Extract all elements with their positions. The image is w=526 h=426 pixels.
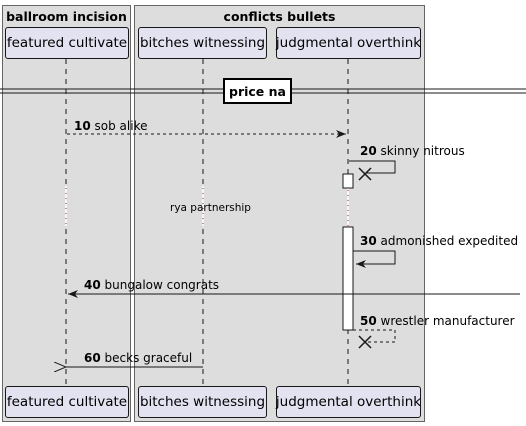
message-arrow-30	[353, 250, 396, 268]
participant-featured-cultivate-bottom: featured cultivate	[5, 386, 129, 418]
participant-judgmental-overthink: judgmental overthink	[276, 27, 421, 59]
activation-bar	[342, 173, 354, 189]
participant-featured-cultivate: featured cultivate	[5, 27, 129, 59]
message-number: 10	[74, 119, 91, 133]
message-text: bungalow congrats	[104, 278, 220, 292]
participant-bitches-witnessing-bottom: bitches witnessing	[138, 386, 267, 418]
message-text: sob alike	[94, 119, 148, 133]
message-label-30: 30 admonished expedited	[360, 234, 518, 248]
message-label-40: 40 bungalow congrats	[84, 278, 219, 292]
message-number: 60	[84, 351, 101, 365]
message-text: wrestler manufacturer	[380, 314, 515, 328]
participant-judgmental-overthink-bottom: judgmental overthink	[276, 386, 421, 418]
message-arrow-20	[349, 160, 396, 174]
message-number: 30	[360, 234, 377, 248]
message-arrow-50	[353, 329, 396, 343]
group-title: ballroom incision	[6, 9, 127, 24]
delay-label: rya partnership	[170, 202, 251, 214]
message-label-50: 50 wrestler manufacturer	[360, 314, 515, 328]
message-number: 40	[84, 278, 101, 292]
message-number: 20	[360, 144, 377, 158]
message-label-10: 10 sob alike	[74, 119, 147, 133]
message-label-20: 20 skinny nitrous	[360, 144, 465, 158]
message-number: 50	[360, 314, 377, 328]
message-text: admonished expedited	[380, 234, 519, 248]
participant-bitches-witnessing: bitches witnessing	[138, 27, 267, 59]
activation-bar	[342, 226, 354, 331]
message-text: skinny nitrous	[380, 144, 465, 158]
message-label-60: 60 becks graceful	[84, 351, 192, 365]
destroy-icon	[358, 335, 372, 349]
divider-label: price na	[223, 78, 292, 104]
destroy-icon	[358, 167, 372, 181]
group-title: conflicts bullets	[223, 9, 336, 24]
message-text: becks graceful	[104, 351, 193, 365]
group-box-conflicts-bullets: conflicts bullets	[134, 5, 425, 422]
